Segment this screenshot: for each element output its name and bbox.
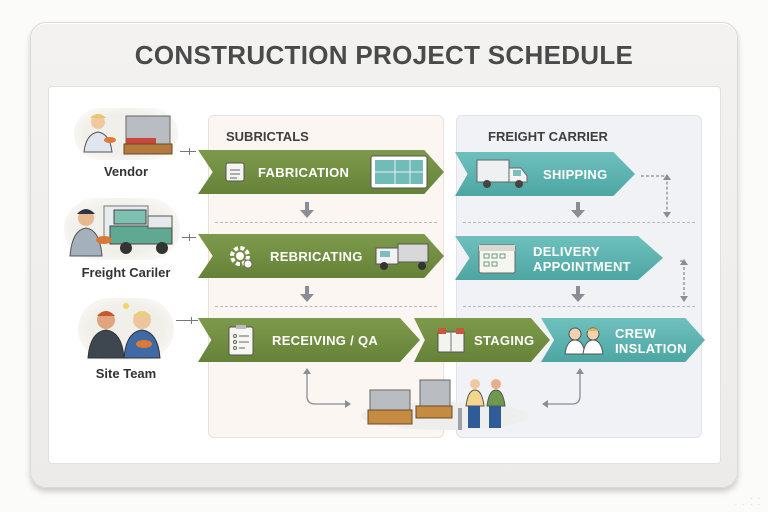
step-label: CREW INSLATION xyxy=(615,326,687,356)
page-title: CONSTRUCTION PROJECT SCHEDULE xyxy=(134,40,634,70)
freight-carrier-illustration xyxy=(64,198,180,260)
actor-label-vendor: Vendor xyxy=(103,164,149,179)
lane-title-freight-carrier: FREIGHT CARRIER xyxy=(488,129,608,144)
delivery-truck-icon xyxy=(475,158,531,190)
flatbed-truck-icon xyxy=(374,240,434,272)
actor-connector xyxy=(176,317,198,324)
row-divider xyxy=(215,222,437,223)
driver-with-truck-icon xyxy=(69,205,173,257)
step-staging[interactable]: STAGING xyxy=(414,318,550,362)
step-label: DELIVERY APPOINTMENT xyxy=(533,244,631,274)
step-delivery-appointment[interactable]: DELIVERY APPOINTMENT xyxy=(455,236,663,280)
step-label-line1: CREW xyxy=(615,326,656,341)
crew-workers-icon xyxy=(563,324,607,356)
step-label-line2: INSLATION xyxy=(615,341,687,356)
lane-title-subcontractors: SUBRICTALS xyxy=(226,129,309,144)
staging-materials-icon xyxy=(436,326,466,354)
step-label: STAGING xyxy=(474,332,535,348)
step-rebricating[interactable]: REBRICATING xyxy=(198,234,444,278)
site-team-illustration xyxy=(78,298,174,360)
step-receiving-qa[interactable]: RECEIVING / QA xyxy=(198,318,420,362)
decorative-dots: · ·· · · · xyxy=(735,496,762,508)
site-team-workers-icon xyxy=(87,303,161,359)
step-crew-installation[interactable]: CREW INSLATION xyxy=(541,318,705,362)
step-label: SHIPPING xyxy=(543,166,608,182)
vendor-illustration xyxy=(74,108,178,160)
actor-label-site-team: Site Team xyxy=(95,366,157,381)
actor-label-freight-carrier: Freight Cariler xyxy=(81,265,171,280)
step-label-line2: APPOINTMENT xyxy=(533,259,631,274)
row-divider xyxy=(215,306,437,307)
step-fabrication[interactable]: FABRICATION xyxy=(198,150,444,194)
step-label: FABRICATION xyxy=(258,164,350,180)
row-divider xyxy=(463,306,695,307)
blueprint-board-icon xyxy=(370,154,428,190)
bottom-scene xyxy=(360,372,530,432)
gear-icon xyxy=(228,244,254,270)
actor-connector xyxy=(180,148,196,155)
vendor-with-pallet-icon xyxy=(83,114,173,155)
row-divider xyxy=(463,222,695,223)
step-label-line1: DELIVERY xyxy=(533,244,600,259)
step-shipping[interactable]: SHIPPING xyxy=(455,152,635,196)
clipboard-checklist-icon xyxy=(226,324,256,356)
pallets-handshake-icon xyxy=(361,379,529,430)
calendar-icon xyxy=(477,241,517,275)
document-tray-icon xyxy=(224,161,246,183)
step-label: RECEIVING / QA xyxy=(272,332,379,348)
step-label: REBRICATING xyxy=(270,248,363,264)
actor-connector xyxy=(182,234,196,241)
